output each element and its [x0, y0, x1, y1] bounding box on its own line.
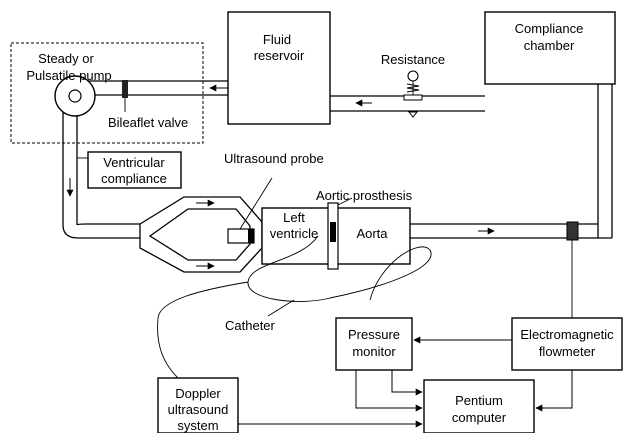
- aorta-label: Aorta: [356, 226, 388, 241]
- compliance-chamber-label-2: chamber: [524, 38, 575, 53]
- doppler-label-3: system: [177, 418, 218, 433]
- aortic-prosthesis-label: Aortic prosthesis: [316, 188, 413, 203]
- doppler-label-1: Doppler: [175, 386, 221, 401]
- pump-label-1: Steady or: [38, 51, 94, 66]
- flow-arrows: [66, 84, 495, 270]
- fluid-reservoir-box: [227, 11, 331, 125]
- pump-label-2: Pulsatile pump: [26, 68, 111, 83]
- ventricular-compliance-label-2: compliance: [101, 171, 167, 186]
- electromagnetic-flowmeter-label-2: flowmeter: [539, 344, 596, 359]
- pressure-monitor-label-2: monitor: [352, 344, 396, 359]
- compliance-chamber-box: [484, 11, 616, 85]
- bileaflet-valve-label: Bileaflet valve: [108, 115, 188, 130]
- doppler-label-2: ultrasound: [168, 402, 229, 417]
- catheter-line: [247, 235, 432, 302]
- ultrasound-probe-icon: [227, 177, 273, 244]
- fluid-reservoir-label-1: Fluid: [263, 32, 291, 47]
- compliance-chamber-label-1: Compliance: [515, 21, 584, 36]
- pentium-computer-label-2: computer: [452, 410, 507, 425]
- fluid-reservoir-label-2: reservoir: [254, 48, 305, 63]
- catheter-label: Catheter: [225, 318, 276, 333]
- pentium-computer-label-1: Pentium: [455, 393, 503, 408]
- pentium-computer-box: [423, 379, 535, 433]
- left-ventricle-label-2: ventricle: [270, 226, 318, 241]
- resistance-clamp-icon: [403, 70, 423, 118]
- bileaflet-valve-icon: [122, 80, 128, 98]
- outflow-tubing: [410, 221, 612, 241]
- ventricular-compliance-box: [87, 151, 182, 189]
- flowmeter-probe: [566, 221, 579, 241]
- left-ventricle-label-1: Left: [283, 210, 305, 225]
- ventricular-compliance-label-1: Ventricular: [103, 155, 165, 170]
- ultrasound-probe-label: Ultrasound probe: [224, 151, 324, 166]
- resistance-label: Resistance: [381, 52, 445, 67]
- left-tubing: [62, 108, 140, 239]
- signal-lines: [238, 336, 573, 428]
- doppler-system-box: [157, 377, 239, 433]
- electromagnetic-flowmeter-box: [511, 317, 623, 371]
- pressure-monitor-box: [335, 317, 413, 371]
- electromagnetic-flowmeter-label-1: Electromagnetic: [520, 327, 614, 342]
- pressure-monitor-label-1: Pressure: [348, 327, 400, 342]
- pump-enclosure: [10, 42, 204, 144]
